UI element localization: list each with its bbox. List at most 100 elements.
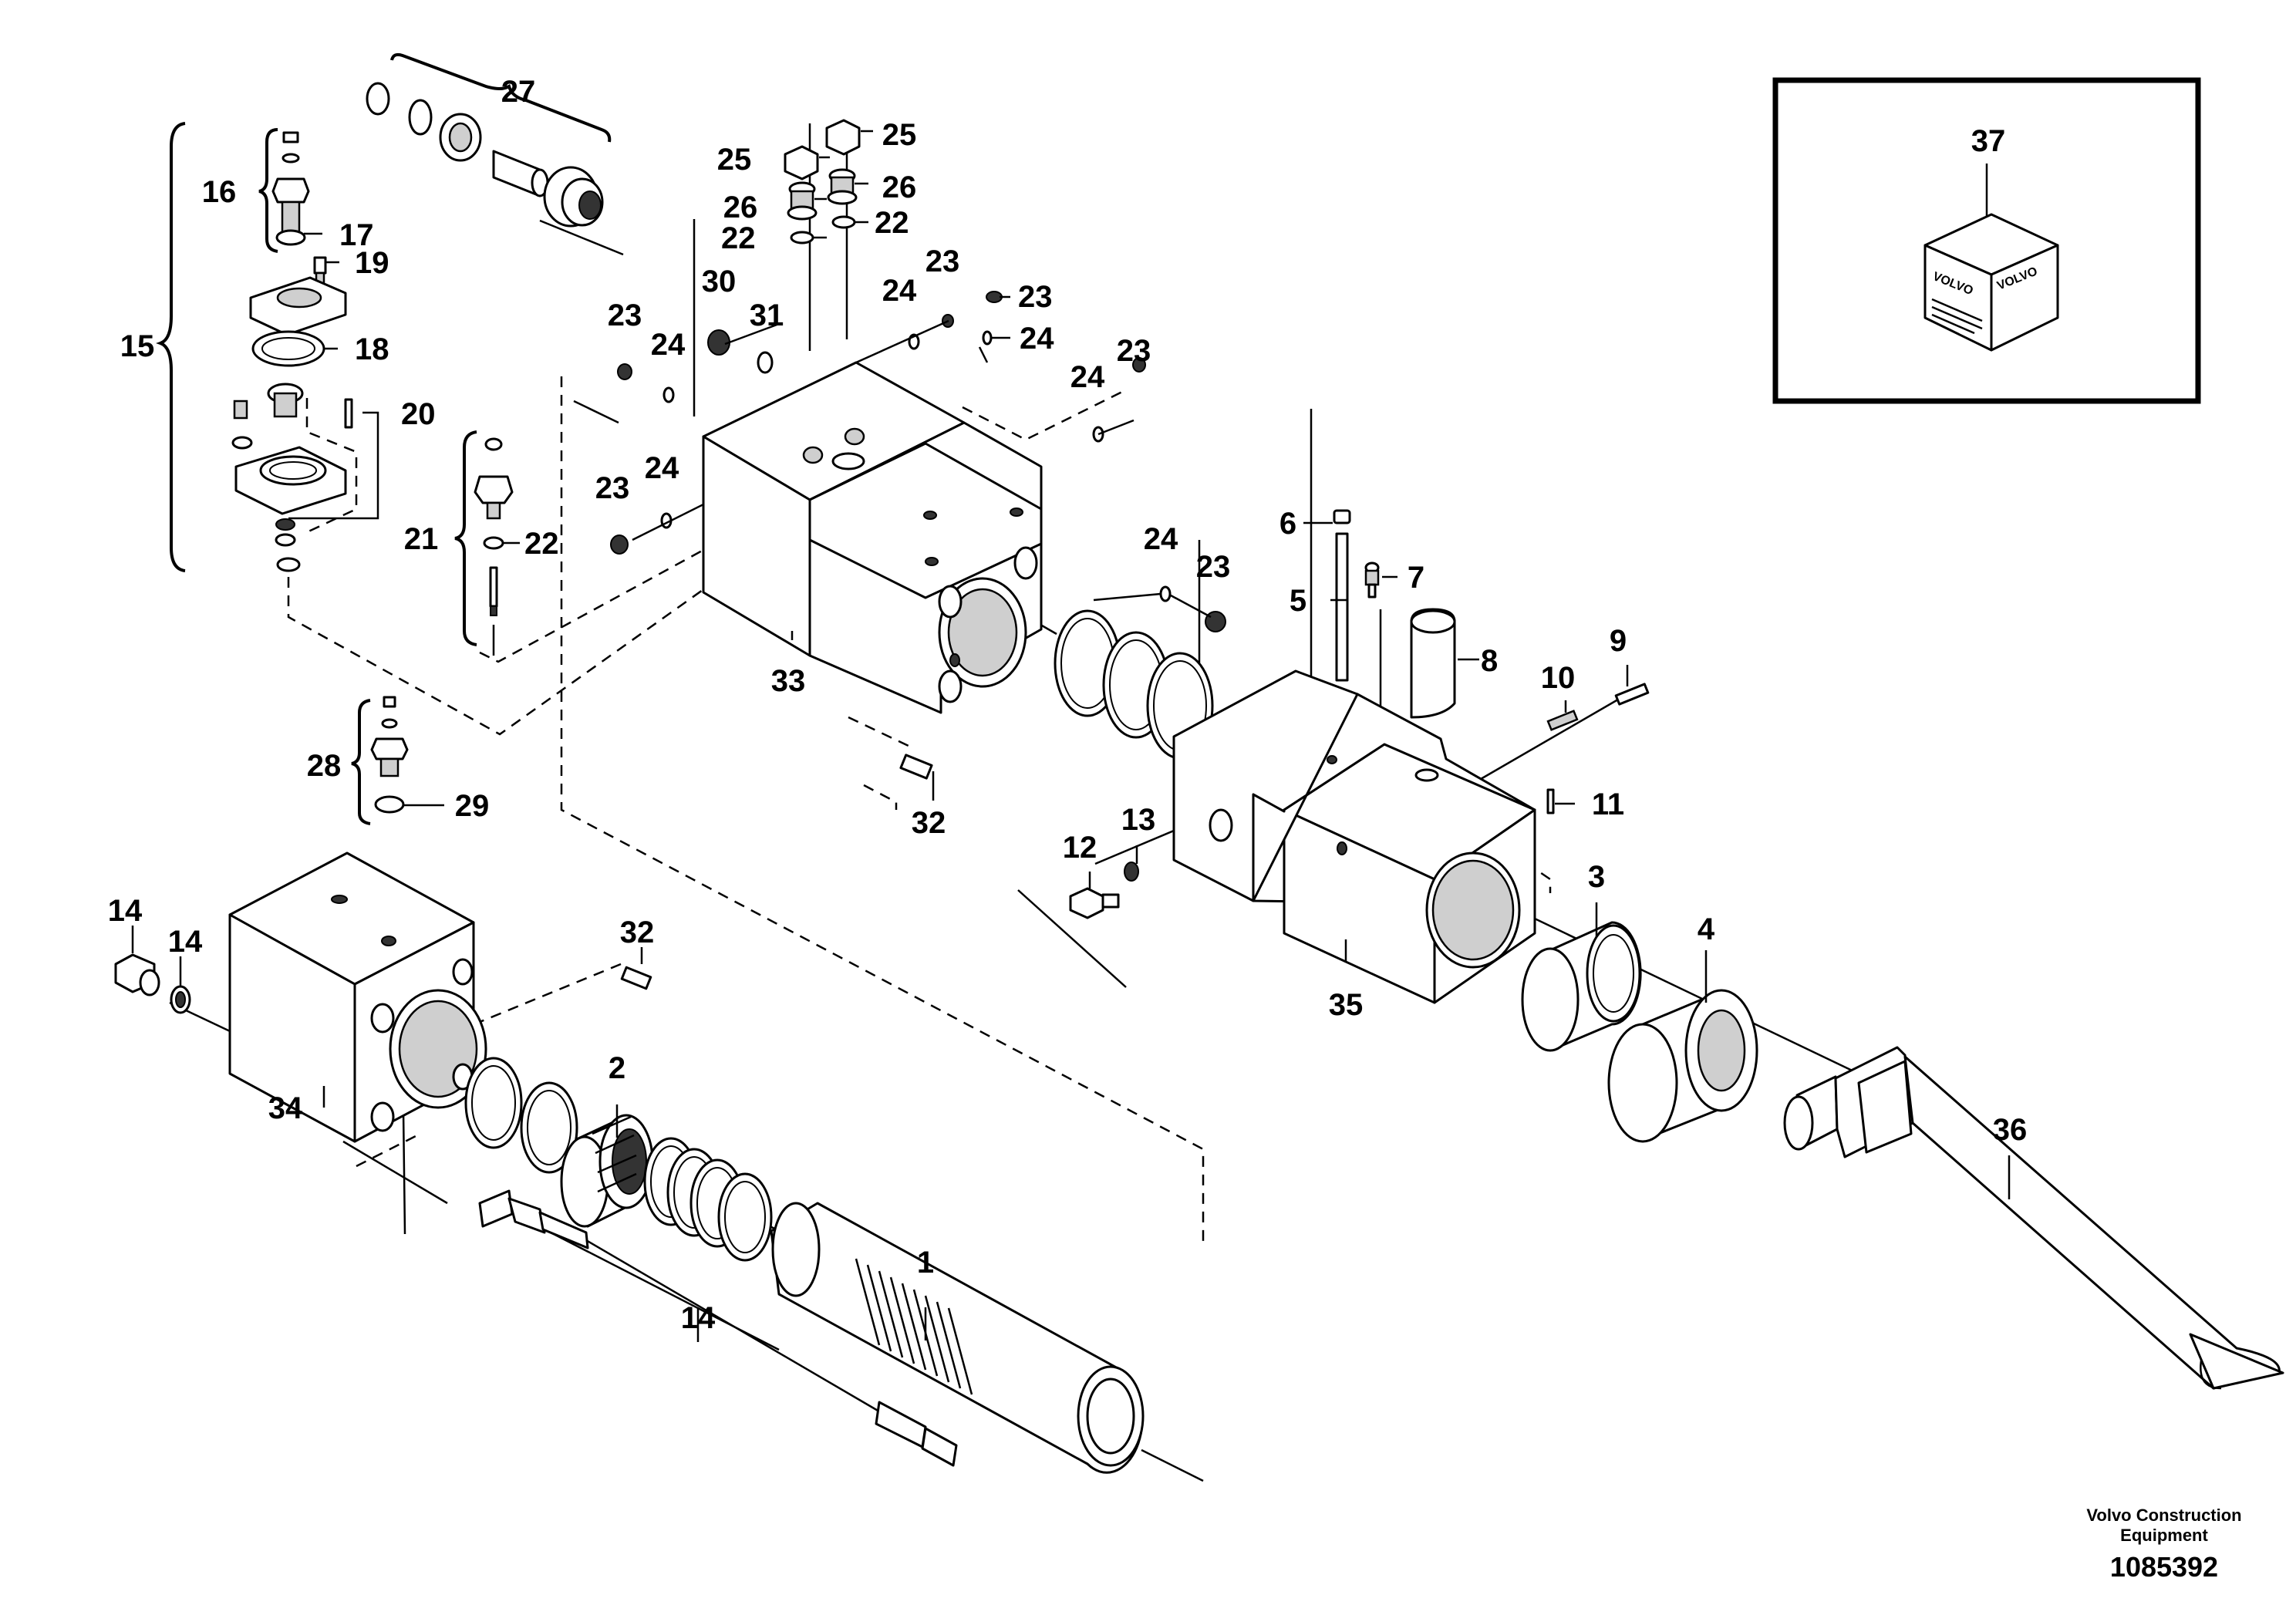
label-5: 5 (1290, 584, 1306, 618)
part-27-seal-set (366, 82, 604, 228)
part-8-retainer-pin (1410, 608, 1456, 719)
brace-15 (156, 122, 186, 572)
label-24-e: 24 (1070, 360, 1105, 394)
part-1-piston (770, 1202, 1145, 1474)
part-valve-housing (231, 400, 347, 572)
seal-rings-lower (464, 1057, 578, 1174)
label-32-lower: 32 (620, 916, 655, 949)
label-11: 11 (1592, 787, 1624, 821)
part-11-pin (1546, 788, 1555, 814)
label-10: 10 (1541, 661, 1576, 695)
label-24-f: 24 (1144, 522, 1178, 556)
part-26-fitting-left (787, 181, 818, 244)
label-24-a: 24 (651, 328, 686, 362)
part-34-cylinder-block (228, 851, 487, 1143)
label-22-right: 22 (875, 206, 909, 240)
brace-16 (258, 128, 278, 253)
part-26-fitting-right (827, 168, 858, 229)
part-labels: 1 2 3 4 5 6 7 8 9 10 11 12 13 14 14 14 1… (108, 75, 2028, 1335)
part-25-cap-right (825, 119, 861, 156)
label-14-washer: 14 (168, 925, 203, 959)
part-10-spring (1546, 710, 1579, 731)
label-30: 30 (702, 265, 737, 298)
label-18: 18 (355, 332, 389, 366)
label-3: 3 (1588, 860, 1605, 894)
document-number: 1085392 (2110, 1551, 2218, 1583)
label-1: 1 (917, 1246, 934, 1280)
part-16-bleed-screw (271, 131, 310, 246)
label-20: 20 (401, 397, 436, 431)
company-name-line2: Equipment (2120, 1526, 2208, 1545)
label-7: 7 (1408, 561, 1424, 595)
leader-lines (131, 130, 2011, 1342)
kit-box-panel: VOLVO VOLVO (1772, 77, 2201, 404)
part-14-washer (170, 985, 191, 1014)
label-24-c: 24 (882, 274, 917, 308)
part-32-pin-lower (620, 966, 652, 990)
label-37: 37 (1971, 124, 2006, 158)
part-3-bushing (1521, 921, 1642, 1052)
label-17: 17 (339, 218, 374, 252)
label-16: 16 (202, 175, 237, 209)
part-25-cap-left (784, 145, 819, 180)
label-29: 29 (455, 789, 490, 823)
part-5-rod (1335, 532, 1349, 682)
label-22-mid: 22 (721, 221, 756, 255)
kit-box-icon: VOLVO VOLVO (1923, 213, 2059, 352)
seal-rings-piston (643, 1137, 773, 1262)
label-34: 34 (268, 1091, 303, 1125)
label-23-b: 23 (595, 471, 630, 505)
label-15: 15 (120, 329, 155, 363)
part-35-front-head (1172, 669, 1536, 1004)
label-24-d: 24 (1020, 322, 1054, 356)
label-35: 35 (1329, 988, 1364, 1022)
footer-credit: Volvo Construction Equipment 1085392 (2086, 1506, 2241, 1583)
label-14-rod: 14 (681, 1301, 716, 1335)
label-24-b: 24 (645, 451, 679, 485)
part-20-pin (344, 398, 353, 429)
part-valve-insert (267, 383, 304, 418)
label-22-left: 22 (524, 527, 559, 561)
label-28: 28 (307, 749, 342, 783)
label-23-c: 23 (925, 244, 960, 278)
label-26-left: 26 (723, 191, 758, 224)
part-18-o-ring (251, 330, 325, 367)
leader-20 (288, 411, 379, 520)
small-seals-and-plugs (610, 291, 1226, 632)
label-26-right: 26 (882, 170, 917, 204)
part-2-seal-retainer (560, 1114, 654, 1228)
label-8: 8 (1481, 644, 1498, 678)
brace-21 (454, 430, 477, 646)
part-cover (249, 276, 347, 336)
part-14-control-rod (478, 1189, 958, 1467)
part-21-valve (474, 437, 514, 656)
part-13-washer (1124, 862, 1139, 882)
part-29-seal (374, 795, 405, 814)
label-36: 36 (1993, 1113, 2028, 1147)
label-12: 12 (1063, 831, 1097, 865)
company-name-line1: Volvo Construction (2086, 1506, 2241, 1525)
label-6: 6 (1279, 507, 1296, 541)
part-7-grease-nipple (1364, 561, 1380, 599)
part-36-chisel (1783, 1046, 2284, 1390)
part-28-valve-screw (370, 696, 409, 777)
label-14-nut: 14 (108, 894, 143, 928)
label-32-upper: 32 (912, 806, 946, 840)
label-23-e: 23 (1117, 334, 1151, 368)
label-23-a: 23 (608, 298, 642, 332)
label-4: 4 (1698, 912, 1715, 946)
part-6-cap (1333, 509, 1351, 524)
brace-27 (390, 52, 612, 143)
label-21: 21 (404, 522, 439, 556)
label-27: 27 (501, 75, 536, 109)
brace-28 (351, 699, 371, 825)
assembly-dashed-lines (287, 376, 1552, 1245)
label-2: 2 (609, 1051, 625, 1085)
part-14-nut (114, 953, 160, 996)
label-13: 13 (1121, 803, 1156, 837)
part-32-pin-upper (899, 754, 933, 780)
part-33-valve-block (702, 361, 1043, 714)
label-31: 31 (750, 298, 784, 332)
part-9-pin (1614, 683, 1650, 706)
label-25-left: 25 (717, 143, 752, 177)
